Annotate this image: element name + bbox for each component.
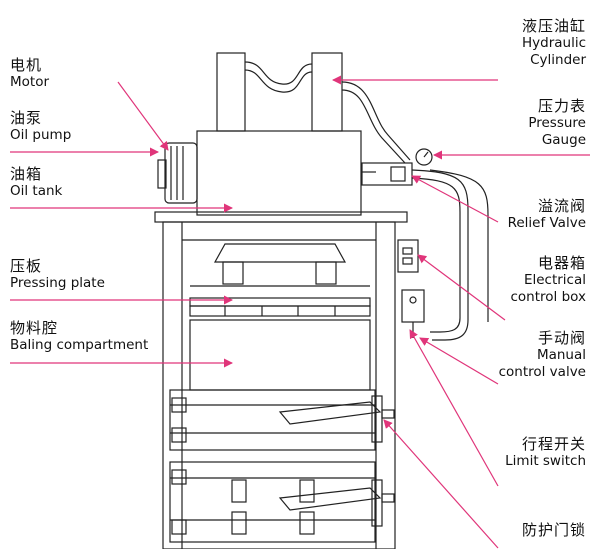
label-oil-pump-en: Oil pump	[10, 127, 72, 143]
baling-compartment-graphic	[189, 319, 371, 391]
label-electrical-control-box-en2: control box	[510, 289, 587, 305]
label-door-lock-cn: 防护门锁	[521, 521, 586, 539]
leader-manual-control-valve	[419, 337, 499, 385]
door-lock-handles	[278, 395, 395, 527]
label-pressure-gauge-en1: Pressure	[528, 115, 586, 131]
label-relief-valve: 溢流阀 Relief Valve	[508, 198, 586, 232]
label-pressing-plate-cn: 压板	[10, 257, 43, 275]
leader-lines	[10, 75, 590, 549]
motor-graphic	[157, 142, 198, 204]
label-pressure-gauge: 压力表 Pressure Gauge	[528, 98, 586, 149]
label-electrical-control-box-cn: 电器箱	[537, 254, 586, 272]
label-pressure-gauge-en2: Gauge	[541, 132, 586, 148]
label-pressing-plate: 压板 Pressing plate	[10, 258, 105, 292]
label-motor-cn: 电机	[10, 56, 43, 74]
label-electrical-control-box: 电器箱 Electrical control box	[511, 255, 587, 306]
hydraulic-pipes	[411, 169, 489, 341]
label-manual-control-valve: 手动阀 Manual control valve	[499, 330, 586, 381]
label-oil-tank-en: Oil tank	[10, 183, 63, 199]
label-manual-control-valve-en1: Manual	[536, 347, 586, 363]
label-baling-compartment-cn: 物料腔	[10, 319, 59, 337]
label-pressing-plate-en: Pressing plate	[10, 275, 105, 291]
label-oil-tank-cn: 油箱	[10, 165, 43, 183]
label-oil-pump: 油泵 Oil pump	[10, 110, 71, 144]
machine-frame	[162, 221, 396, 549]
label-hydraulic-cylinder-cn: 液压油缸	[521, 17, 586, 35]
label-limit-switch-en: Limit switch	[505, 453, 586, 469]
label-motor: 电机 Motor	[10, 57, 49, 91]
label-manual-control-valve-en2: control valve	[498, 364, 586, 380]
label-baling-compartment-en: Baling compartment	[10, 337, 149, 353]
leader-door-lock	[383, 419, 499, 549]
label-electrical-control-box-en1: Electrical	[523, 272, 586, 288]
label-manual-control-valve-cn: 手动阀	[537, 329, 586, 347]
leader-limit-switch	[409, 329, 499, 487]
label-hydraulic-cylinder-en2: Cylinder	[530, 52, 586, 68]
label-hydraulic-cylinder-en1: Hydraulic	[521, 35, 586, 51]
label-pressure-gauge-cn: 压力表	[537, 97, 586, 115]
label-baling-compartment: 物料腔 Baling compartment	[10, 320, 148, 354]
door-panels	[169, 389, 376, 543]
label-relief-valve-cn: 溢流阀	[537, 197, 586, 215]
label-motor-en: Motor	[10, 74, 50, 90]
pressing-plate-graphic	[189, 243, 371, 317]
hydraulic-cylinder-graphic	[216, 52, 411, 164]
label-hydraulic-cylinder: 液压油缸 Hydraulic Cylinder	[522, 18, 586, 69]
label-oil-tank: 油箱 Oil tank	[10, 166, 62, 200]
machine-drawing	[154, 52, 489, 549]
leader-relief-valve	[411, 175, 499, 223]
pressure-gauge-graphic	[361, 148, 433, 186]
manual-valve-graphic	[401, 289, 425, 338]
label-limit-switch-cn: 行程开关	[521, 435, 586, 453]
label-limit-switch: 行程开关 Limit switch	[505, 436, 586, 470]
label-relief-valve-en: Relief Valve	[507, 215, 586, 231]
leader-motor	[117, 81, 169, 151]
label-oil-pump-cn: 油泵	[10, 109, 43, 127]
leader-electrical-control-box	[417, 254, 506, 321]
label-door-lock: 防护门锁	[522, 522, 586, 539]
electrical-control-box-graphic	[397, 239, 419, 273]
